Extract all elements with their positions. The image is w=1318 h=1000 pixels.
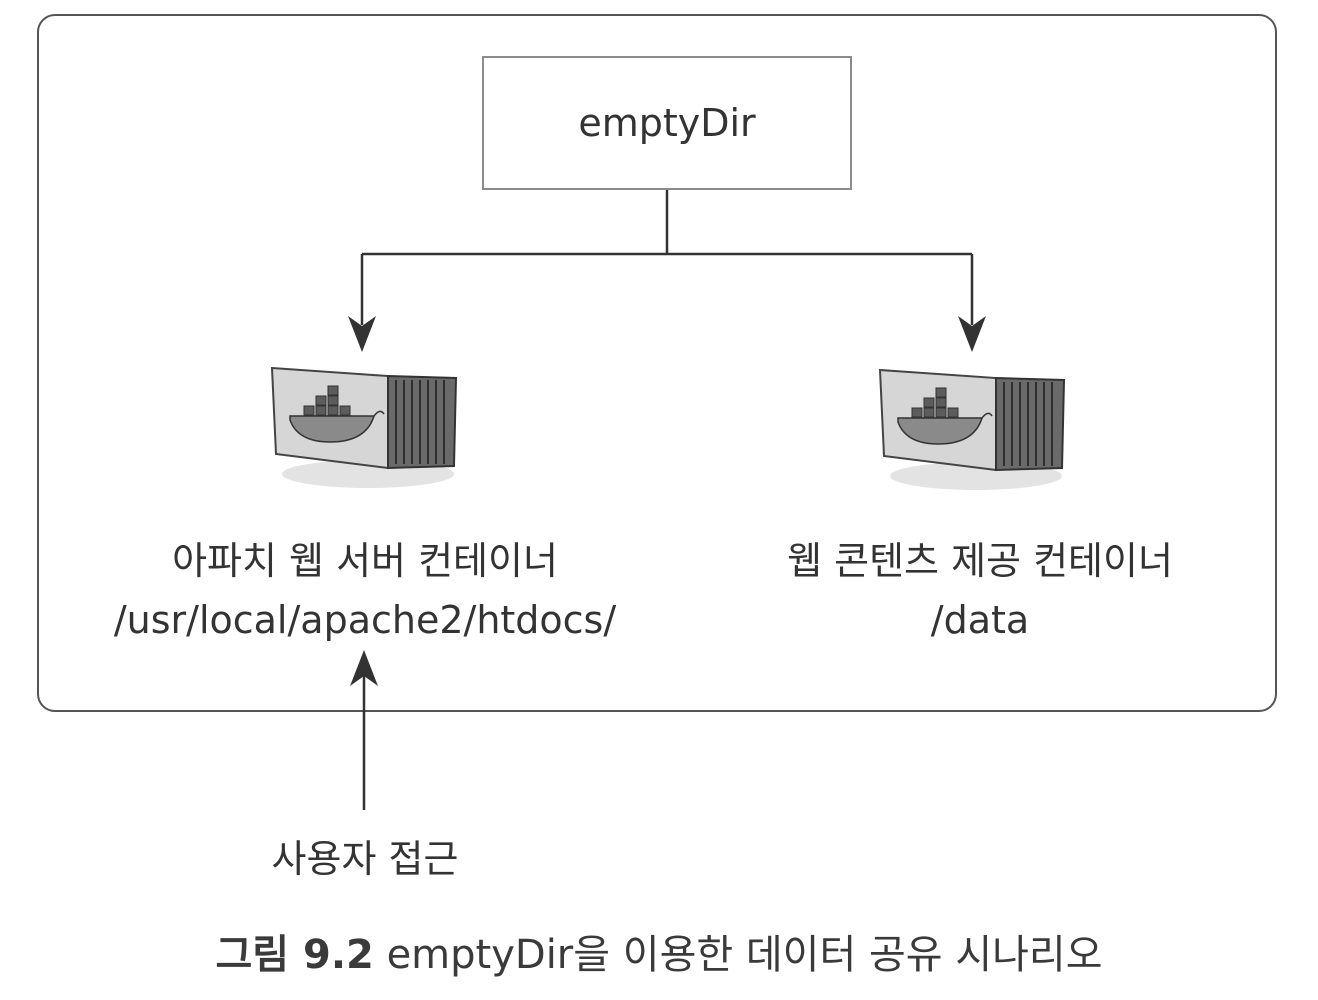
figure-caption: 그림 9.2 emptyDir을 이용한 데이터 공유 시나리오: [0, 922, 1318, 980]
user-access-label: 사용자 접근: [271, 837, 459, 881]
arrowhead-content: [958, 316, 986, 352]
emptydir-volume-label: emptyDir: [578, 101, 756, 145]
figure-caption-text: emptyDir을 이용한 데이터 공유 시나리오: [373, 932, 1103, 978]
arrowhead-user-access: [350, 650, 378, 686]
content-container-name: 웹 콘텐츠 제공 컨테이너: [787, 539, 1173, 583]
figure-caption-number: 그림 9.2: [215, 932, 374, 978]
docker-container-icon: [878, 368, 1066, 490]
apache-container-path: /usr/local/apache2/htdocs/: [113, 598, 617, 642]
emptydir-volume-box: emptyDir: [482, 56, 852, 190]
docker-container-icon: [270, 366, 458, 488]
apache-container-name: 아파치 웹 서버 컨테이너: [172, 539, 558, 583]
arrowhead-apache: [348, 316, 376, 352]
pod-boundary: [37, 14, 1277, 712]
content-container-path: /data: [930, 598, 1030, 642]
